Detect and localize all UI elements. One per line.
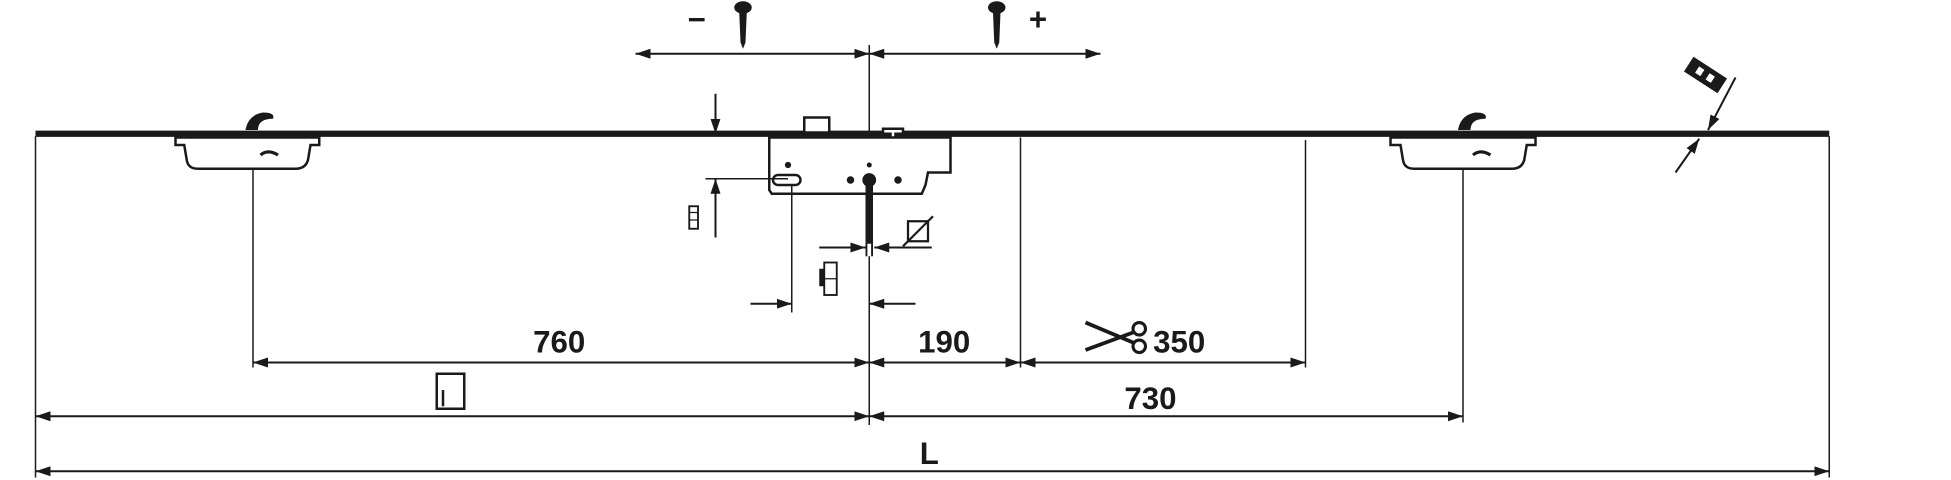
dim-190-label: 190	[918, 325, 970, 360]
dim-760-label: 760	[533, 325, 585, 360]
door-icon	[435, 372, 466, 410]
adjust-plus-label: +	[1029, 2, 1047, 37]
thickness-dimension	[1674, 56, 1737, 174]
scissors-icon	[1084, 320, 1148, 355]
diameter-dimension	[819, 215, 934, 253]
thickness-icon	[1683, 56, 1728, 94]
main-lock-case	[768, 116, 952, 257]
diameter-icon	[902, 215, 934, 248]
backset-size-icon	[819, 261, 838, 296]
screw-icon	[734, 1, 752, 49]
dim-730-label: 730	[1124, 381, 1176, 416]
extension-lines	[34, 45, 1830, 478]
adjust-minus-label: −	[688, 2, 706, 37]
right-keeper	[1389, 112, 1537, 170]
left-keeper	[174, 112, 321, 170]
offset-size-icon	[688, 205, 699, 230]
dim-total-label: L	[920, 436, 939, 471]
screw-icon	[988, 1, 1006, 49]
faceplate-bar	[35, 130, 1830, 137]
faceplate-offset-dimension	[688, 93, 788, 238]
dim-350-label: 350	[1153, 325, 1205, 360]
backset-dimension	[750, 185, 916, 313]
